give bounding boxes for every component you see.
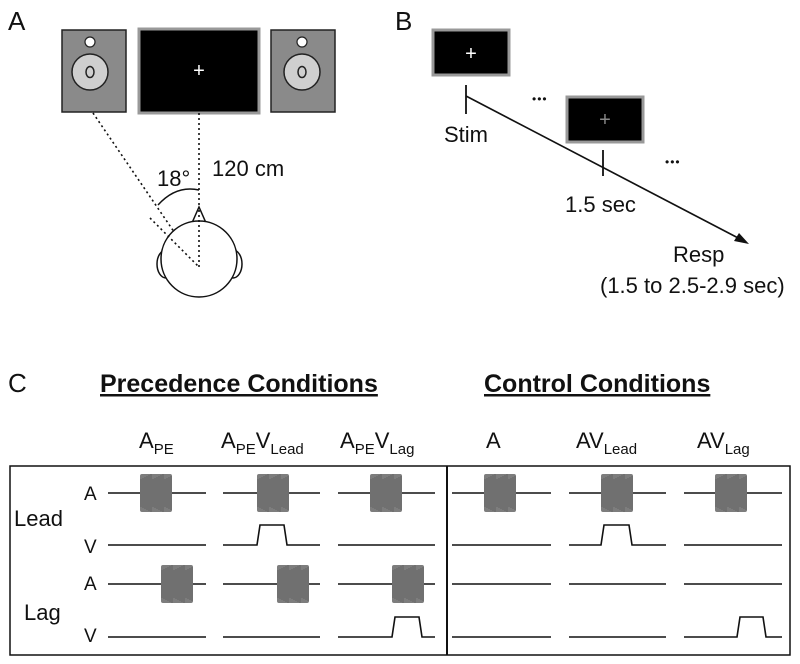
condition-label: APE — [139, 428, 174, 458]
distance-label: 120 cm — [212, 156, 284, 181]
stim-label: Stim — [444, 122, 488, 147]
interval-label: 1.5 sec — [565, 192, 636, 217]
panel-label-a: A — [8, 6, 26, 36]
lag-visual-label: V — [84, 626, 97, 647]
condition-label: AVLead — [576, 428, 637, 458]
ellipsis-2: ••• — [665, 155, 681, 169]
time-arrow — [465, 95, 743, 241]
visual-pulse — [223, 524, 320, 546]
visual-pulse — [338, 616, 435, 638]
noise-burst — [601, 474, 633, 512]
panel-a-setup: + 18° 120 cm — [61, 27, 336, 298]
noise-burst — [484, 474, 516, 512]
angle-arc — [157, 188, 200, 206]
noise-burst — [161, 565, 193, 603]
lag-row-label: Lag — [24, 600, 61, 625]
screen-icon: + — [137, 27, 261, 115]
condition-label: A — [486, 428, 501, 453]
noise-burst — [392, 565, 424, 603]
noise-burst — [715, 474, 747, 512]
lead-visual-label: V — [84, 537, 97, 558]
lag-audio-label: A — [84, 574, 97, 595]
angle-label: 18° — [157, 166, 190, 191]
precedence-title: Precedence Conditions — [100, 370, 378, 398]
noise-burst — [370, 474, 402, 512]
conditions-table — [9, 465, 791, 656]
stim-fixation-2: + — [599, 109, 611, 131]
screen-fixation: + — [193, 60, 205, 82]
noise-burst — [277, 565, 309, 603]
stim-screen-1 — [431, 28, 511, 77]
panel-label-b: B — [395, 6, 412, 36]
visual-pulse — [569, 524, 666, 546]
head-icon — [149, 205, 243, 298]
lead-audio-label: A — [84, 484, 97, 505]
noise-burst — [140, 474, 172, 512]
panel-label-c: C — [8, 368, 27, 398]
visual-pulse — [684, 616, 782, 638]
ellipsis-1: ••• — [532, 92, 548, 106]
noise-burst — [257, 474, 289, 512]
time-arrowhead — [734, 233, 749, 244]
stim-screen-2 — [565, 95, 645, 144]
resp-label: Resp — [673, 242, 724, 267]
control-title: Control Conditions — [484, 370, 710, 398]
resp-range-label: (1.5 to 2.5-2.9 sec) — [600, 273, 785, 298]
stim-fixation-1: + — [465, 43, 477, 65]
panel-b-timeline: + + ••• ••• Stim 1.5 sec Resp (1.5 to 2.… — [431, 28, 785, 298]
right-speaker-icon — [270, 29, 336, 113]
left-speaker-icon — [61, 29, 127, 113]
condition-label: APEVLag — [340, 428, 414, 458]
signal-traces — [108, 474, 782, 638]
condition-labels: APE APEVLead APEVLag A AVLead AVLag — [139, 428, 750, 458]
condition-label: APEVLead — [221, 428, 304, 458]
lead-row-label: Lead — [14, 506, 63, 531]
condition-label: AVLag — [697, 428, 750, 458]
